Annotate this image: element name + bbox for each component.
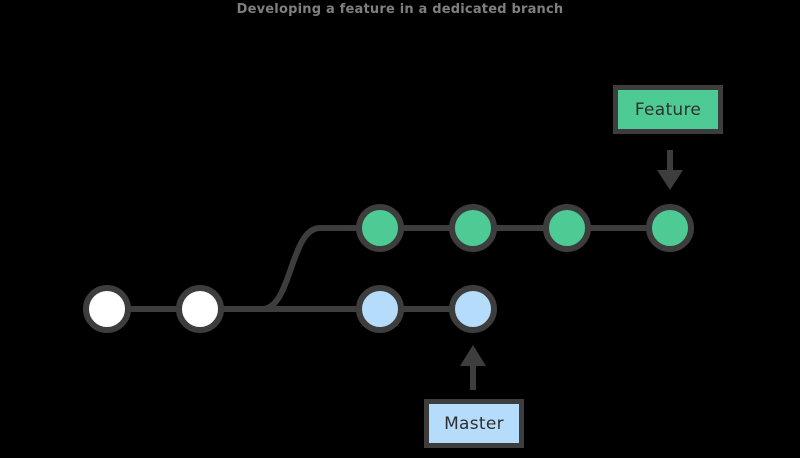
master-arrow-icon [460,345,486,390]
commit-node-master-1[interactable] [356,285,404,333]
commit-node-feature-4[interactable] [646,204,694,252]
branch-label-master[interactable]: Master [424,399,524,448]
branch-label-feature-text: Feature [634,99,702,120]
commit-node-feature-3[interactable] [543,204,591,252]
commit-node-base-1[interactable] [83,285,131,333]
page-title: Developing a feature in a dedicated bran… [236,2,564,17]
commit-node-master-2[interactable] [449,285,497,333]
feature-arrow-icon [657,150,683,190]
commit-node-base-2[interactable] [176,285,224,333]
branch-label-master-text: Master [444,413,504,434]
commit-node-feature-1[interactable] [356,204,404,252]
branch-label-feature[interactable]: Feature [613,85,723,134]
branch-curve [261,225,380,312]
commit-node-feature-2[interactable] [449,204,497,252]
